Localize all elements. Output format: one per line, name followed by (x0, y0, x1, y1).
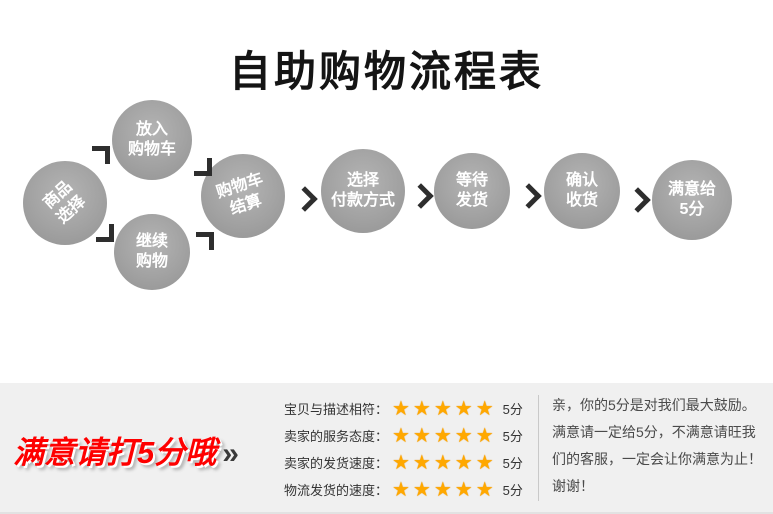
arrow-icon (92, 146, 110, 164)
flow-step-add-to-cart: 放入 购物车 (112, 100, 192, 180)
rating-row: 物流发货的速度： ★★★★★ 5分 (268, 476, 523, 503)
flow-step-confirm-receipt: 确认 收货 (544, 153, 620, 229)
flow-step-continue-shopping: 继续 购物 (114, 214, 190, 290)
flow-step-label: 继续 购物 (135, 233, 168, 270)
rating-note: 亲，你的5分是对我们最大鼓励。满意请一定给5分，不满意请旺我们的客服，一定会让你… (552, 397, 762, 494)
flow-step-cart-checkout: 购物车 结算 (201, 154, 285, 238)
rating-score: 5分 (502, 483, 523, 498)
vertical-divider (538, 395, 539, 501)
flow-step-label: 购物车 结算 (214, 170, 266, 219)
double-chevron-icon: » (222, 437, 239, 470)
flow-step-label: 满意给 5分 (667, 181, 716, 218)
flow-step-select-product: 商品 选择 (23, 161, 107, 245)
arrow-icon (408, 183, 434, 209)
rating-label: 卖家的发货速度： (283, 456, 388, 471)
flow-step-label: 放入 购物车 (127, 121, 176, 158)
rating-label: 物流发货的速度： (283, 483, 388, 498)
rating-headline: 满意请打5分哦» (13, 427, 239, 472)
flow-step-label: 商品 选择 (40, 178, 89, 228)
rating-score: 5分 (502, 402, 523, 417)
arrow-icon (196, 232, 214, 250)
rating-label: 卖家的服务态度： (283, 429, 388, 444)
arrow-icon (96, 224, 114, 242)
flow-step-label: 选择 付款方式 (330, 172, 395, 209)
rating-label: 宝贝与描述相符： (283, 402, 388, 417)
star-rating-icon: ★★★★★ (392, 424, 497, 447)
flow-chart: 商品 选择 放入 购物车 继续 购物 购物车 结算 选择 付款方式 等待 发货 … (23, 100, 732, 290)
arrow-icon (292, 186, 318, 212)
flow-step-wait-shipment: 等待 发货 (434, 153, 510, 229)
arrow-icon (194, 158, 212, 176)
page-title: 自助购物流程表 (228, 48, 544, 95)
star-rating-icon: ★★★★★ (392, 451, 497, 474)
rating-row: 卖家的发货速度： ★★★★★ 5分 (268, 449, 523, 476)
flow-step-label: 确认 收货 (565, 172, 598, 209)
arrow-icon (625, 187, 651, 213)
rating-panel: 满意请打5分哦» 宝贝与描述相符： ★★★★★ 5分 卖家的服务态度： ★★★★… (0, 383, 773, 514)
flow-step-label: 等待 发货 (455, 172, 488, 209)
star-rating-icon: ★★★★★ (392, 478, 497, 501)
rating-score: 5分 (502, 429, 523, 444)
rating-row: 卖家的服务态度： ★★★★★ 5分 (268, 422, 523, 449)
star-rating-icon: ★★★★★ (392, 397, 497, 420)
flow-step-payment-method: 选择 付款方式 (321, 149, 405, 233)
rating-headline-text: 满意请打5分哦 (13, 435, 217, 470)
rating-row: 宝贝与描述相符： ★★★★★ 5分 (268, 395, 523, 422)
flow-step-give-5-points: 满意给 5分 (652, 160, 732, 240)
arrow-icon (516, 183, 542, 209)
rating-rows: 宝贝与描述相符： ★★★★★ 5分 卖家的服务态度： ★★★★★ 5分 卖家的发… (268, 395, 523, 503)
rating-score: 5分 (502, 456, 523, 471)
